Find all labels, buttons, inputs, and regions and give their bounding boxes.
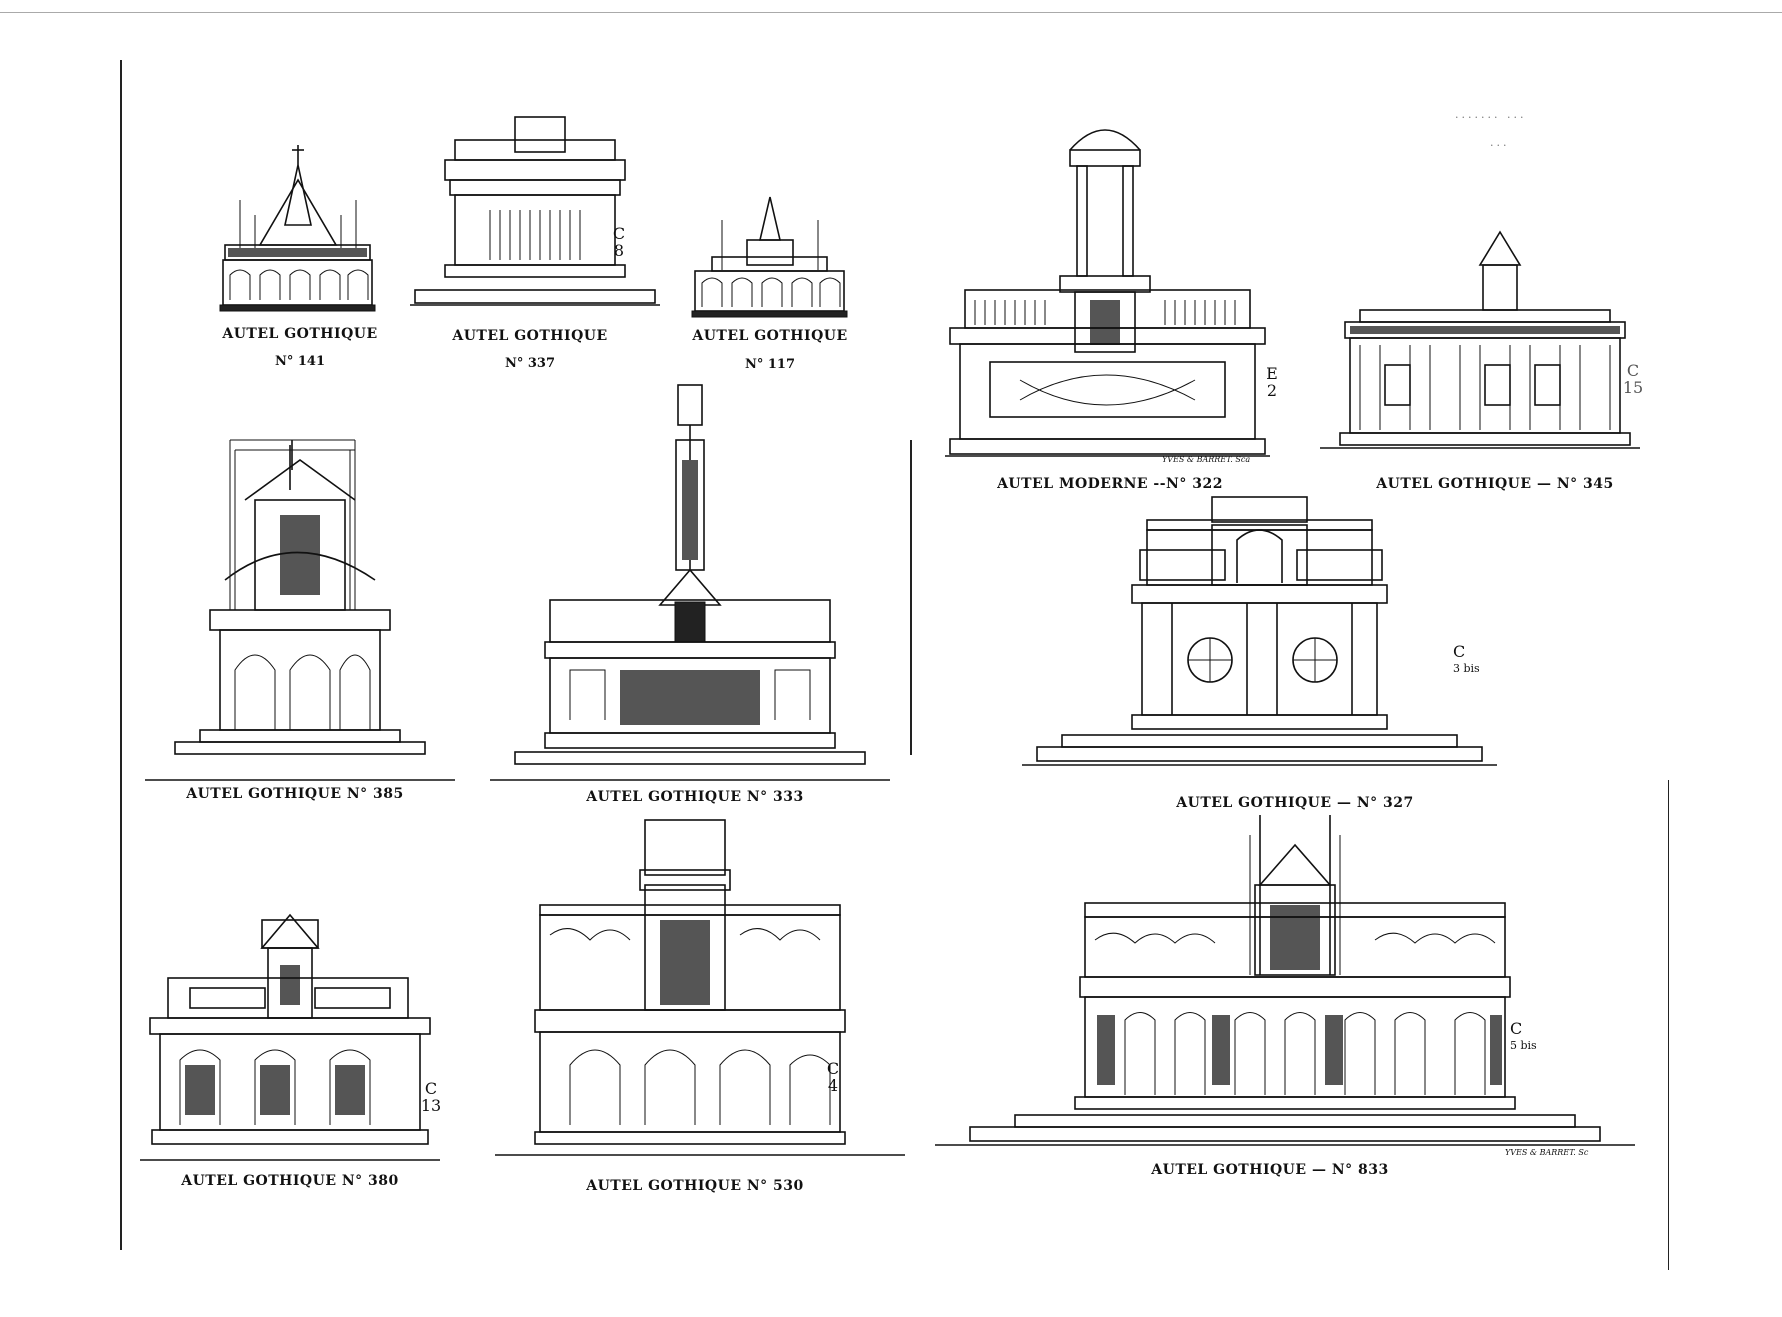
left-border-rule [120, 60, 122, 1250]
plate-title-345: AUTEL GOTHIQUE — N° 345 [1376, 476, 1614, 492]
header-sub: ... [1490, 136, 1510, 149]
plate-mark-380: C 13 [420, 1079, 442, 1115]
plate-mark-327-sup: 3 bis [1453, 662, 1480, 675]
plate-mark-337: C 8 [612, 224, 626, 260]
altar-drawing-327 [1022, 496, 1497, 766]
plate-title-117: AUTEL GOTHIQUE [692, 328, 848, 344]
altar-drawing-333 [490, 384, 890, 781]
plate-title-385: AUTEL GOTHIQUE N° 385 [186, 786, 404, 802]
altar-drawing-141 [219, 145, 376, 312]
altar-drawing-380 [140, 913, 440, 1161]
plate-number-117: N° 117 [744, 357, 796, 372]
altar-drawing-322 [945, 129, 1270, 457]
right-border-rule [1668, 780, 1669, 1270]
altar-drawing-117 [691, 196, 848, 318]
plate-title-322: AUTEL MODERNE --N° 322 [997, 476, 1223, 492]
altar-illustration-345 [1320, 230, 1640, 452]
plate-mark-322: E 2 [1266, 364, 1278, 400]
plate-title-380: AUTEL GOTHIQUE N° 380 [181, 1173, 399, 1189]
plate-title-327: AUTEL GOTHIQUE — N° 327 [1176, 795, 1414, 811]
plate-mark-833-sup: 5 bis [1510, 1039, 1537, 1052]
plate-title-141: AUTEL GOTHIQUE [222, 326, 378, 342]
altar-illustration-385 [145, 439, 455, 781]
plate-title-337: AUTEL GOTHIQUE [452, 328, 608, 344]
altar-drawing-530 [495, 819, 905, 1156]
engraver-signature-833: YVES & BARRET. Sc [1505, 1148, 1589, 1157]
altar-illustration-117 [691, 195, 848, 320]
plate-mark-833-letter: C [1510, 1019, 1523, 1038]
altar-illustration-530 [495, 815, 905, 1160]
altar-illustration-327 [1022, 495, 1497, 770]
center-divider-rule [910, 440, 912, 755]
altar-illustration-337 [410, 115, 660, 310]
altar-illustration-333 [490, 380, 890, 790]
plate-title-530: AUTEL GOTHIQUE N° 530 [586, 1178, 804, 1194]
plate-title-833: AUTEL GOTHIQUE — N° 833 [1151, 1162, 1389, 1178]
plate-number-141: N° 141 [274, 354, 326, 369]
plate-mark-345: C 15 [1622, 361, 1644, 397]
altar-drawing-337 [410, 116, 660, 306]
header-text: ....... ... [1455, 108, 1527, 121]
plate-number-337: N° 337 [504, 356, 556, 371]
top-scan-rule [0, 12, 1782, 13]
plate-mark-327-letter: C [1453, 642, 1466, 661]
altar-drawing-345 [1320, 230, 1640, 449]
altar-illustration-322 [945, 110, 1270, 460]
altar-drawing-833 [935, 815, 1635, 1146]
plate-mark-530: C 4 [826, 1059, 840, 1095]
altar-illustration-380 [140, 910, 440, 1165]
altar-drawing-385 [145, 439, 455, 781]
altar-illustration-833 [935, 815, 1635, 1150]
altar-illustration-141 [219, 140, 376, 315]
engraver-signature-322: YVES & BARRET. Sca [1162, 455, 1251, 464]
plate-title-333: AUTEL GOTHIQUE N° 333 [586, 789, 804, 805]
